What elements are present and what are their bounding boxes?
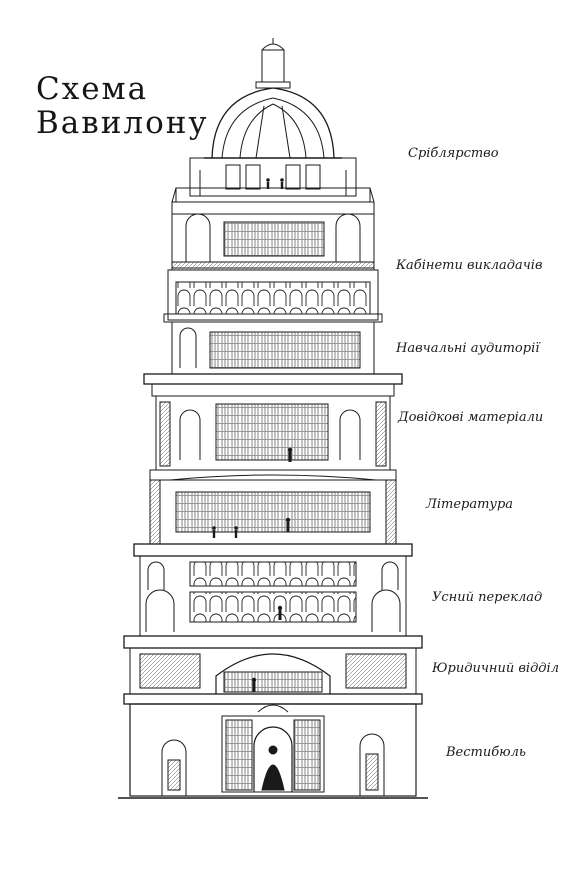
floor-label-interpreting: Усний переклад xyxy=(432,590,543,605)
dome-lantern xyxy=(255,38,291,89)
floor-legal-section xyxy=(123,635,423,695)
floor-label-literature: Література xyxy=(426,497,514,512)
dome xyxy=(204,87,342,159)
floor-label-lobby: Вестибюль xyxy=(446,745,526,760)
floor-label-classrooms: Навчальні аудиторії xyxy=(396,341,540,356)
title-line-1: Схема xyxy=(36,71,149,107)
diagram-title: Схема Вавилону xyxy=(36,72,209,140)
floor-literature-section xyxy=(149,469,397,545)
floor-label-faculty: Кабінети викладачів xyxy=(396,258,543,273)
tower-figures xyxy=(212,178,293,692)
floor-lobby-section xyxy=(118,693,428,799)
floor-interpreting-section xyxy=(133,543,413,637)
floor-classrooms-section xyxy=(163,269,383,375)
floor-label-reference: Довідкові матеріали xyxy=(398,410,544,425)
floor-label-silver: Сріблярство xyxy=(408,146,499,161)
floor-silver-section xyxy=(171,157,375,203)
title-line-2: Вавилону xyxy=(36,105,209,141)
floor-faculty-section xyxy=(171,201,375,271)
floor-label-legal: Юридичний відділ xyxy=(432,661,559,676)
floor-reference-section xyxy=(143,373,403,471)
